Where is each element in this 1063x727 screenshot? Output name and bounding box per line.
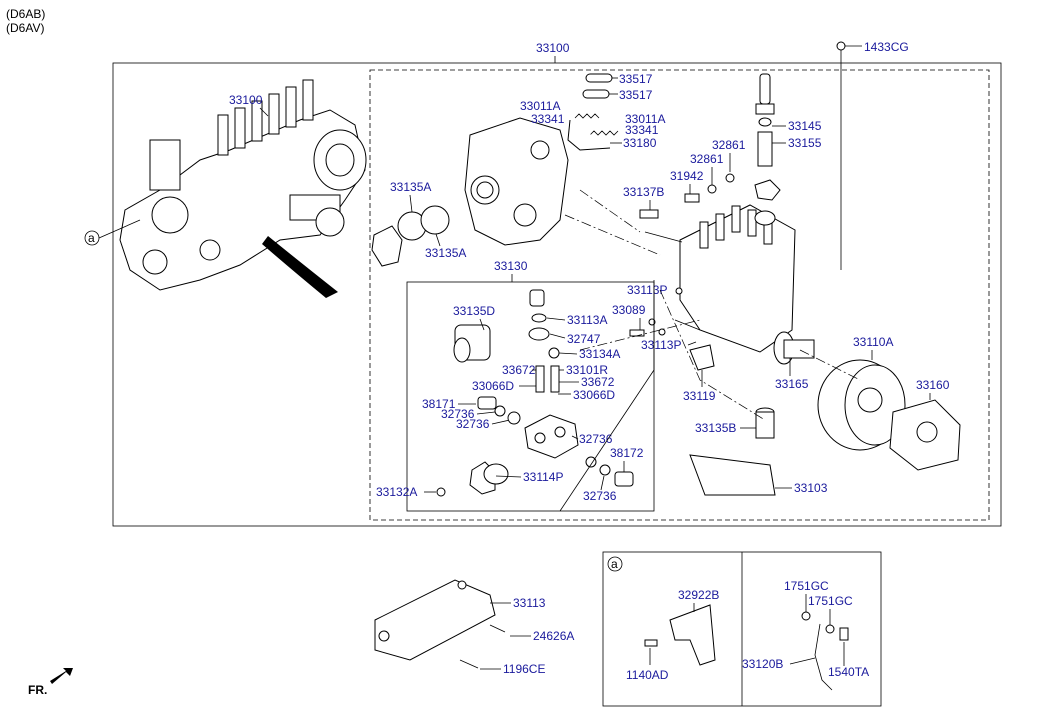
label-32861-a[interactable]: 32861 [712, 138, 746, 152]
label-33155[interactable]: 33155 [788, 136, 822, 150]
label-38172[interactable]: 38172 [610, 446, 644, 460]
label-33114P[interactable]: 33114P [523, 470, 563, 484]
injection-pump-assembly-drawing [119, 79, 367, 298]
label-24626A[interactable]: 24626A [533, 629, 574, 643]
label-33135A-bot[interactable]: 33135A [425, 246, 466, 260]
bracket-part [754, 179, 781, 201]
label-32736-c[interactable]: 32736 [579, 432, 613, 446]
reference-circle-icon [607, 556, 623, 572]
plug-33113a [529, 289, 545, 307]
gasket-33103 [689, 454, 776, 496]
label-33160[interactable]: 33160 [916, 378, 950, 392]
label-33100-pump[interactable]: 33100 [229, 93, 263, 107]
label-33066D-l[interactable]: 33066D [472, 379, 514, 393]
label-32736-d[interactable]: 32736 [583, 489, 617, 503]
label-31942[interactable]: 31942 [670, 169, 704, 183]
exploded-view-dashed-box [369, 69, 990, 521]
label-38171[interactable]: 38171 [422, 397, 456, 411]
label-1751GC-a[interactable]: 1751GC [784, 579, 829, 593]
label-33119[interactable]: 33119 [683, 389, 716, 403]
governor-housing-drawing [464, 117, 569, 246]
label-33113[interactable]: 33113 [513, 596, 546, 610]
governor-subassembly-box [406, 281, 655, 512]
label-32736-b[interactable]: 32736 [456, 417, 490, 431]
spring-33341-l [574, 113, 600, 119]
lever-33180 [567, 119, 611, 151]
label-1540TA[interactable]: 1540TA [828, 665, 869, 679]
label-33517-b[interactable]: 33517 [619, 88, 653, 102]
gasket-33119 [689, 344, 715, 371]
label-33137B[interactable]: 33137B [623, 185, 664, 199]
label-33341-l[interactable]: 33341 [531, 112, 565, 126]
pin-33517-b [582, 89, 610, 99]
label-33135B[interactable]: 33135B [695, 421, 736, 435]
bracket-33113 [374, 579, 506, 669]
label-33113P-a[interactable]: 33113P [627, 283, 667, 297]
spring-33341-r [589, 130, 619, 136]
coupling-33110a [817, 359, 906, 451]
cover-plate [371, 225, 403, 267]
label-32736-a[interactable]: 32736 [441, 407, 475, 421]
valve-body [524, 414, 579, 459]
label-1751GC-b[interactable]: 1751GC [808, 594, 853, 608]
label-33130[interactable]: 33130 [494, 259, 528, 273]
label-33113A[interactable]: 33113A [567, 313, 607, 327]
label-1140AD[interactable]: 1140AD [626, 668, 669, 682]
sleeve-33135b [755, 411, 775, 439]
o-ring-33135a-2 [420, 205, 450, 235]
label-1196CE[interactable]: 1196CE [503, 662, 545, 676]
label-33120B[interactable]: 33120B [742, 657, 783, 671]
label-32861-b[interactable]: 32861 [690, 152, 724, 166]
bracket-32922b [669, 604, 716, 666]
main-assembly-frame [112, 62, 1002, 527]
engine-code-2: (D6AV) [6, 21, 44, 35]
label-33101R[interactable]: 33101R [566, 363, 608, 377]
ref-a-main: a [88, 231, 95, 245]
label-33132A[interactable]: 33132A [376, 485, 417, 499]
label-33089[interactable]: 33089 [612, 303, 646, 317]
pin-33517-a [585, 73, 613, 83]
plug-38171 [477, 396, 497, 410]
label-33110A[interactable]: 33110A [853, 335, 893, 349]
plug-38172 [614, 471, 634, 487]
label-32747[interactable]: 32747 [567, 332, 601, 346]
label-33011A-r[interactable]: 33011A [625, 112, 665, 126]
label-33135D[interactable]: 33135D [453, 304, 495, 318]
ground-strap-33120b [814, 623, 833, 691]
label-33672-a[interactable]: 33672 [502, 363, 536, 377]
label-33517-a[interactable]: 33517 [619, 72, 653, 86]
cap-screw-icon [836, 41, 846, 51]
drive-cover-33160 [889, 399, 961, 471]
front-arrow-icon [50, 668, 73, 684]
element-33155 [757, 131, 773, 167]
engine-code-1: (D6AB) [6, 7, 45, 21]
label-33145[interactable]: 33145 [788, 119, 822, 133]
label-33165[interactable]: 33165 [775, 377, 809, 391]
label-1433CG[interactable]: 1433CG [864, 40, 909, 54]
label-32922B[interactable]: 32922B [678, 588, 719, 602]
label-33100-main[interactable]: 33100 [536, 41, 570, 55]
label-33011A-l[interactable]: 33011A [520, 99, 560, 113]
label-33103[interactable]: 33103 [794, 481, 828, 495]
pump-body-drawing [644, 204, 815, 365]
spring-plunger-r [550, 365, 560, 393]
label-33180[interactable]: 33180 [623, 136, 657, 150]
label-33134A[interactable]: 33134A [579, 347, 620, 361]
label-33135A-top[interactable]: 33135A [390, 180, 431, 194]
spring-plunger-l [535, 365, 545, 393]
label-33113P-b[interactable]: 33113P [641, 338, 681, 352]
delivery-valve-holder [759, 73, 771, 105]
front-label: FR. [28, 683, 47, 697]
label-33341-r[interactable]: 33341 [625, 123, 659, 137]
label-33672-b[interactable]: 33672 [581, 375, 615, 389]
label-33066D-r[interactable]: 33066D [573, 388, 615, 402]
ref-a-box: a [611, 557, 618, 571]
